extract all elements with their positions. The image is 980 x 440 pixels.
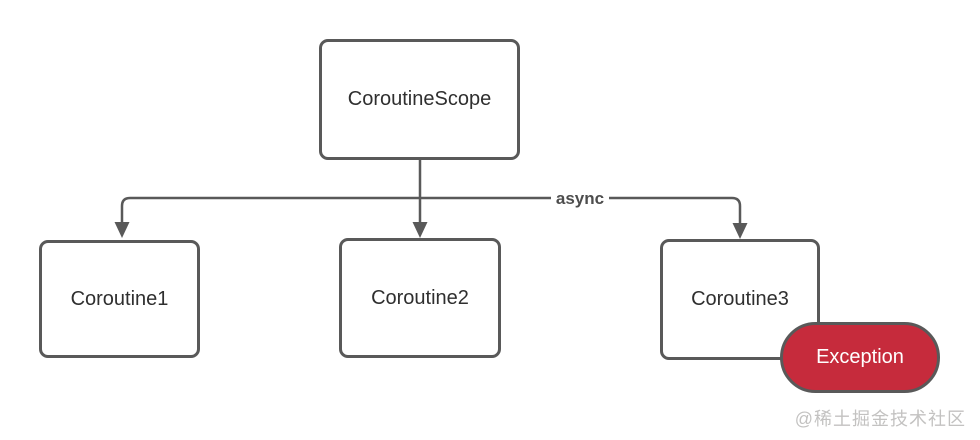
node-coroutine2: Coroutine2: [339, 238, 501, 358]
async-edge-label: async: [556, 189, 604, 208]
async-label-background: [551, 189, 609, 208]
edge-scope-to-coroutine1: [120, 196, 420, 224]
node-label: Coroutine3: [691, 288, 789, 310]
node-coroutinescope: CoroutineScope: [319, 39, 520, 160]
node-label: CoroutineScope: [347, 88, 492, 110]
arrowhead-coroutine1-icon: [114, 222, 130, 238]
node-label: Coroutine2: [371, 286, 469, 309]
watermark: @稀土掘金技术社区: [794, 409, 966, 429]
edge-scope-to-coroutine3: [420, 196, 742, 225]
node-label: Coroutine1: [70, 287, 169, 310]
arrowhead-coroutine2-icon: [412, 222, 428, 238]
badge-exception: Exception: [780, 322, 940, 393]
arrowhead-coroutine3-icon: [732, 223, 748, 239]
node-coroutine1: Coroutine1: [39, 240, 200, 358]
badge-label: Exception: [816, 346, 904, 368]
